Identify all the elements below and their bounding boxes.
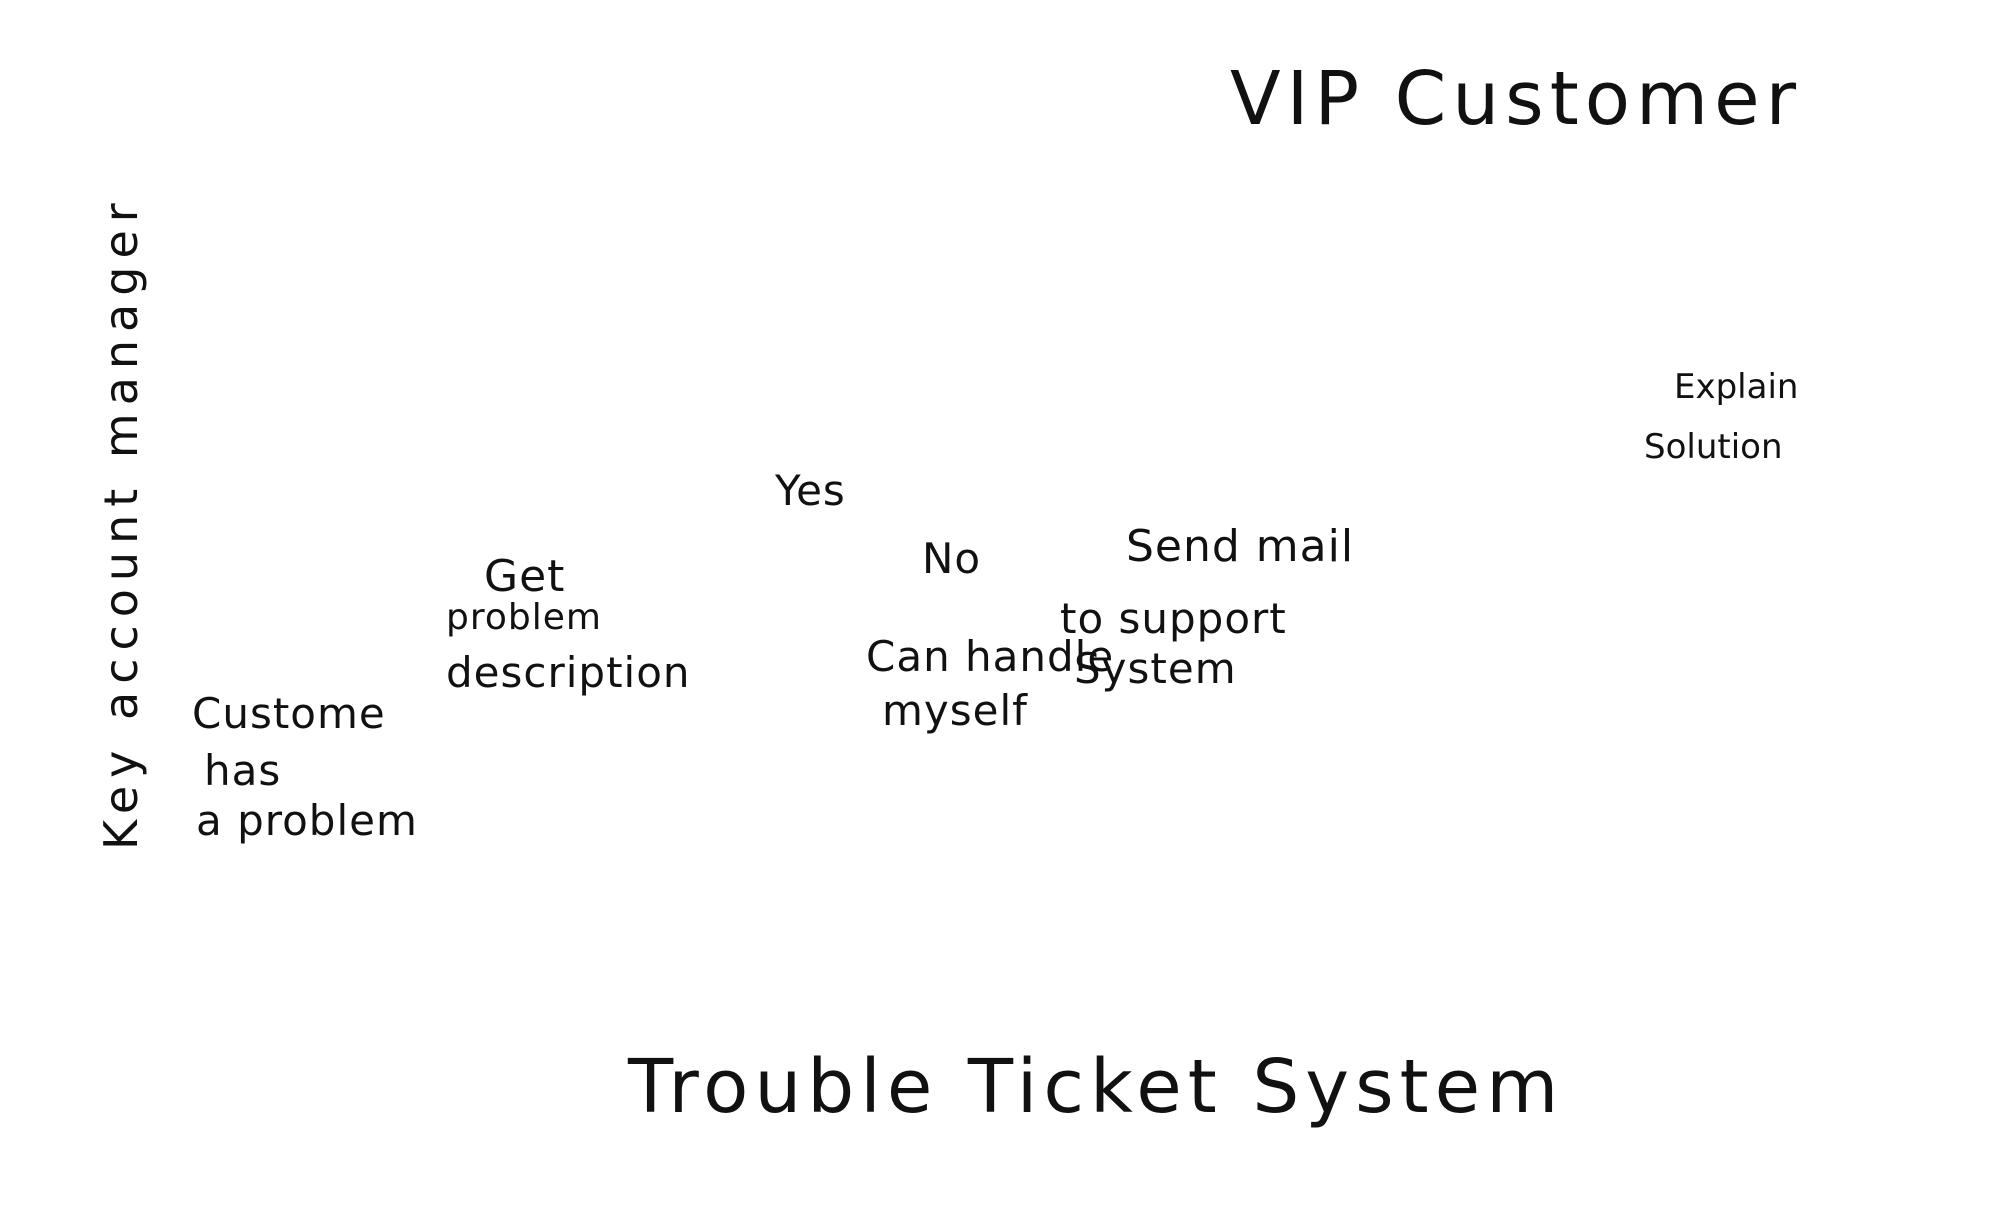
step-get-description-line-3: description [446, 648, 691, 697]
lane-label-trouble-ticket-system: Trouble Ticket System [628, 1044, 1565, 1130]
step-customer-problem-line-1: Custome [192, 689, 386, 738]
step-can-handle-line-2: myself [882, 686, 1028, 735]
step-can-handle-line-1: Can handle [866, 632, 1115, 681]
step-customer-problem-line-3: a problem [196, 796, 418, 845]
step-send-mail-line-2: to support [1060, 594, 1287, 643]
decision-no-label: No [922, 534, 982, 583]
step-get-description-line-1: Get [484, 551, 566, 602]
lane-label-key-account-manager: Key account manager [94, 195, 148, 850]
step-send-mail-line-3: System [1074, 644, 1237, 693]
lane-label-vip-customer: VIP Customer [1230, 56, 1803, 142]
decision-yes-label: Yes [775, 466, 846, 515]
step-get-description-line-2: problem [446, 597, 602, 638]
step-send-mail-line-1: Send mail [1126, 521, 1355, 572]
step-explain-solution-line-2: Solution [1644, 427, 1783, 467]
step-explain-solution-line-1: Explain [1674, 367, 1799, 407]
step-customer-problem-line-2: has [204, 746, 282, 795]
